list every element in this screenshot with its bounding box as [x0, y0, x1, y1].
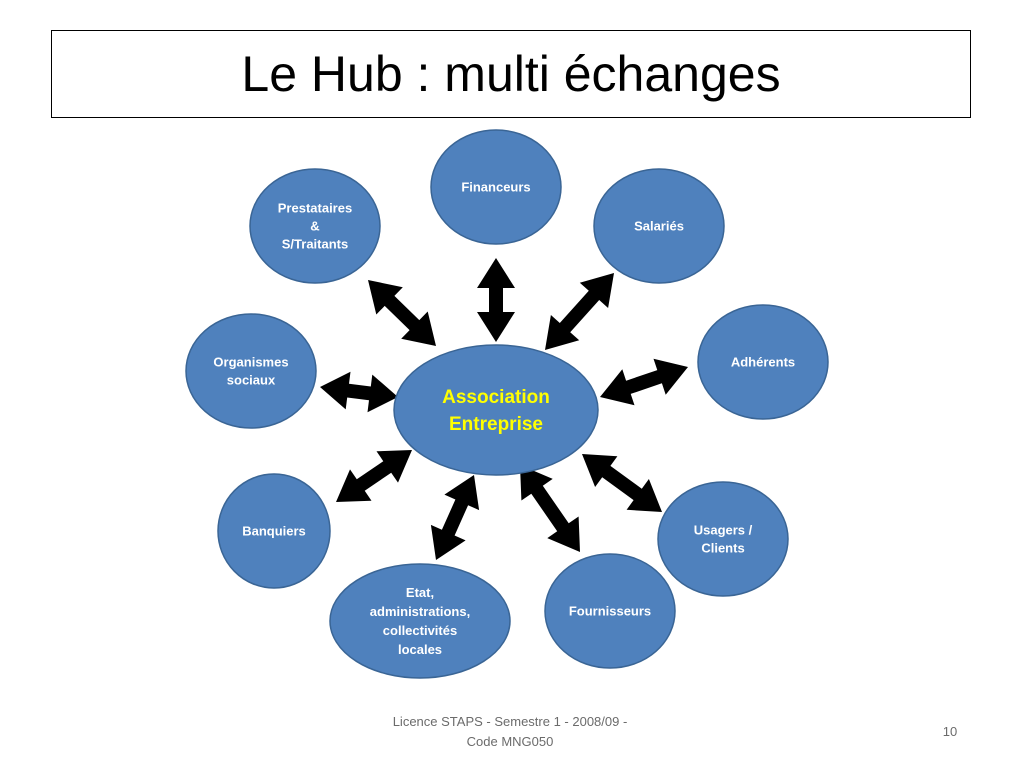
node-etat-administrations: Etat, administrations, collectivités locale…: [329, 563, 511, 679]
node-adherents: Adhérents: [697, 304, 829, 420]
node-label-salaries: Salariés: [634, 219, 684, 234]
node-label-etat-administrations: Etat,: [406, 585, 434, 600]
slide-title: Le Hub : multi échanges: [241, 46, 781, 102]
node-label-association-entreprise: Association: [442, 387, 550, 408]
node-label-prestataires: S/Traitants: [282, 237, 348, 252]
node-ellipse-prestataires: [249, 168, 381, 284]
page-number: 10: [942, 724, 958, 739]
node-label-fournisseurs: Fournisseurs: [569, 604, 651, 619]
node-financeurs: Financeurs: [430, 129, 562, 245]
arrows-layer: [320, 258, 688, 560]
double-arrow-usagers-clients: [582, 454, 662, 512]
slide-footer: Licence STAPS - Semestre 1 - 2008/09 - C…: [392, 714, 628, 749]
double-arrow-financeurs: [477, 258, 515, 342]
node-label-association-entreprise: Entreprise: [449, 414, 543, 435]
double-arrow-organismes-sociaux: [320, 371, 398, 413]
node-ellipse-adherents: [697, 304, 829, 420]
double-arrow-prestataires: [368, 280, 436, 346]
double-arrow-etat-administrations: [430, 475, 480, 560]
title-box: Le Hub : multi échanges: [51, 30, 971, 118]
node-prestataires: Prestataires & S/Traitants: [249, 168, 381, 284]
node-ellipse-association-entreprise: [393, 344, 599, 476]
node-label-prestataires: Prestataires: [278, 201, 352, 216]
node-label-etat-administrations: administrations,: [370, 604, 470, 619]
double-arrow-salaries: [545, 273, 614, 350]
node-ellipse-etat-administrations: [329, 563, 511, 679]
node-ellipse-organismes-sociaux: [185, 313, 317, 429]
node-label-organismes-sociaux: sociaux: [227, 373, 276, 388]
node-label-etat-administrations: collectivités: [383, 623, 457, 638]
node-ellipse-banquiers: [217, 473, 331, 589]
node-salaries: Salariés: [593, 168, 725, 284]
node-ellipse-financeurs: [430, 129, 562, 245]
double-arrow-adherents: [600, 358, 688, 406]
node-organismes-sociaux: Organismes sociaux: [185, 313, 317, 429]
node-label-usagers-clients: Usagers /: [694, 523, 753, 538]
node-label-etat-administrations: locales: [398, 642, 442, 657]
double-arrow-fournisseurs: [520, 465, 580, 552]
node-banquiers: Banquiers: [217, 473, 331, 589]
node-ellipse-salaries: [593, 168, 725, 284]
double-arrow-banquiers: [336, 450, 412, 502]
node-label-adherents: Adhérents: [731, 355, 795, 370]
node-label-prestataires: &: [310, 219, 319, 234]
node-label-organismes-sociaux: Organismes: [213, 355, 288, 370]
node-label-usagers-clients: Clients: [701, 541, 744, 556]
node-label-financeurs: Financeurs: [461, 180, 530, 195]
node-ellipse-usagers-clients: [657, 481, 789, 597]
node-usagers-clients: Usagers / Clients: [657, 481, 789, 597]
node-label-banquiers: Banquiers: [242, 524, 306, 539]
node-fournisseurs: Fournisseurs: [544, 553, 676, 669]
node-ellipse-fournisseurs: [544, 553, 676, 669]
